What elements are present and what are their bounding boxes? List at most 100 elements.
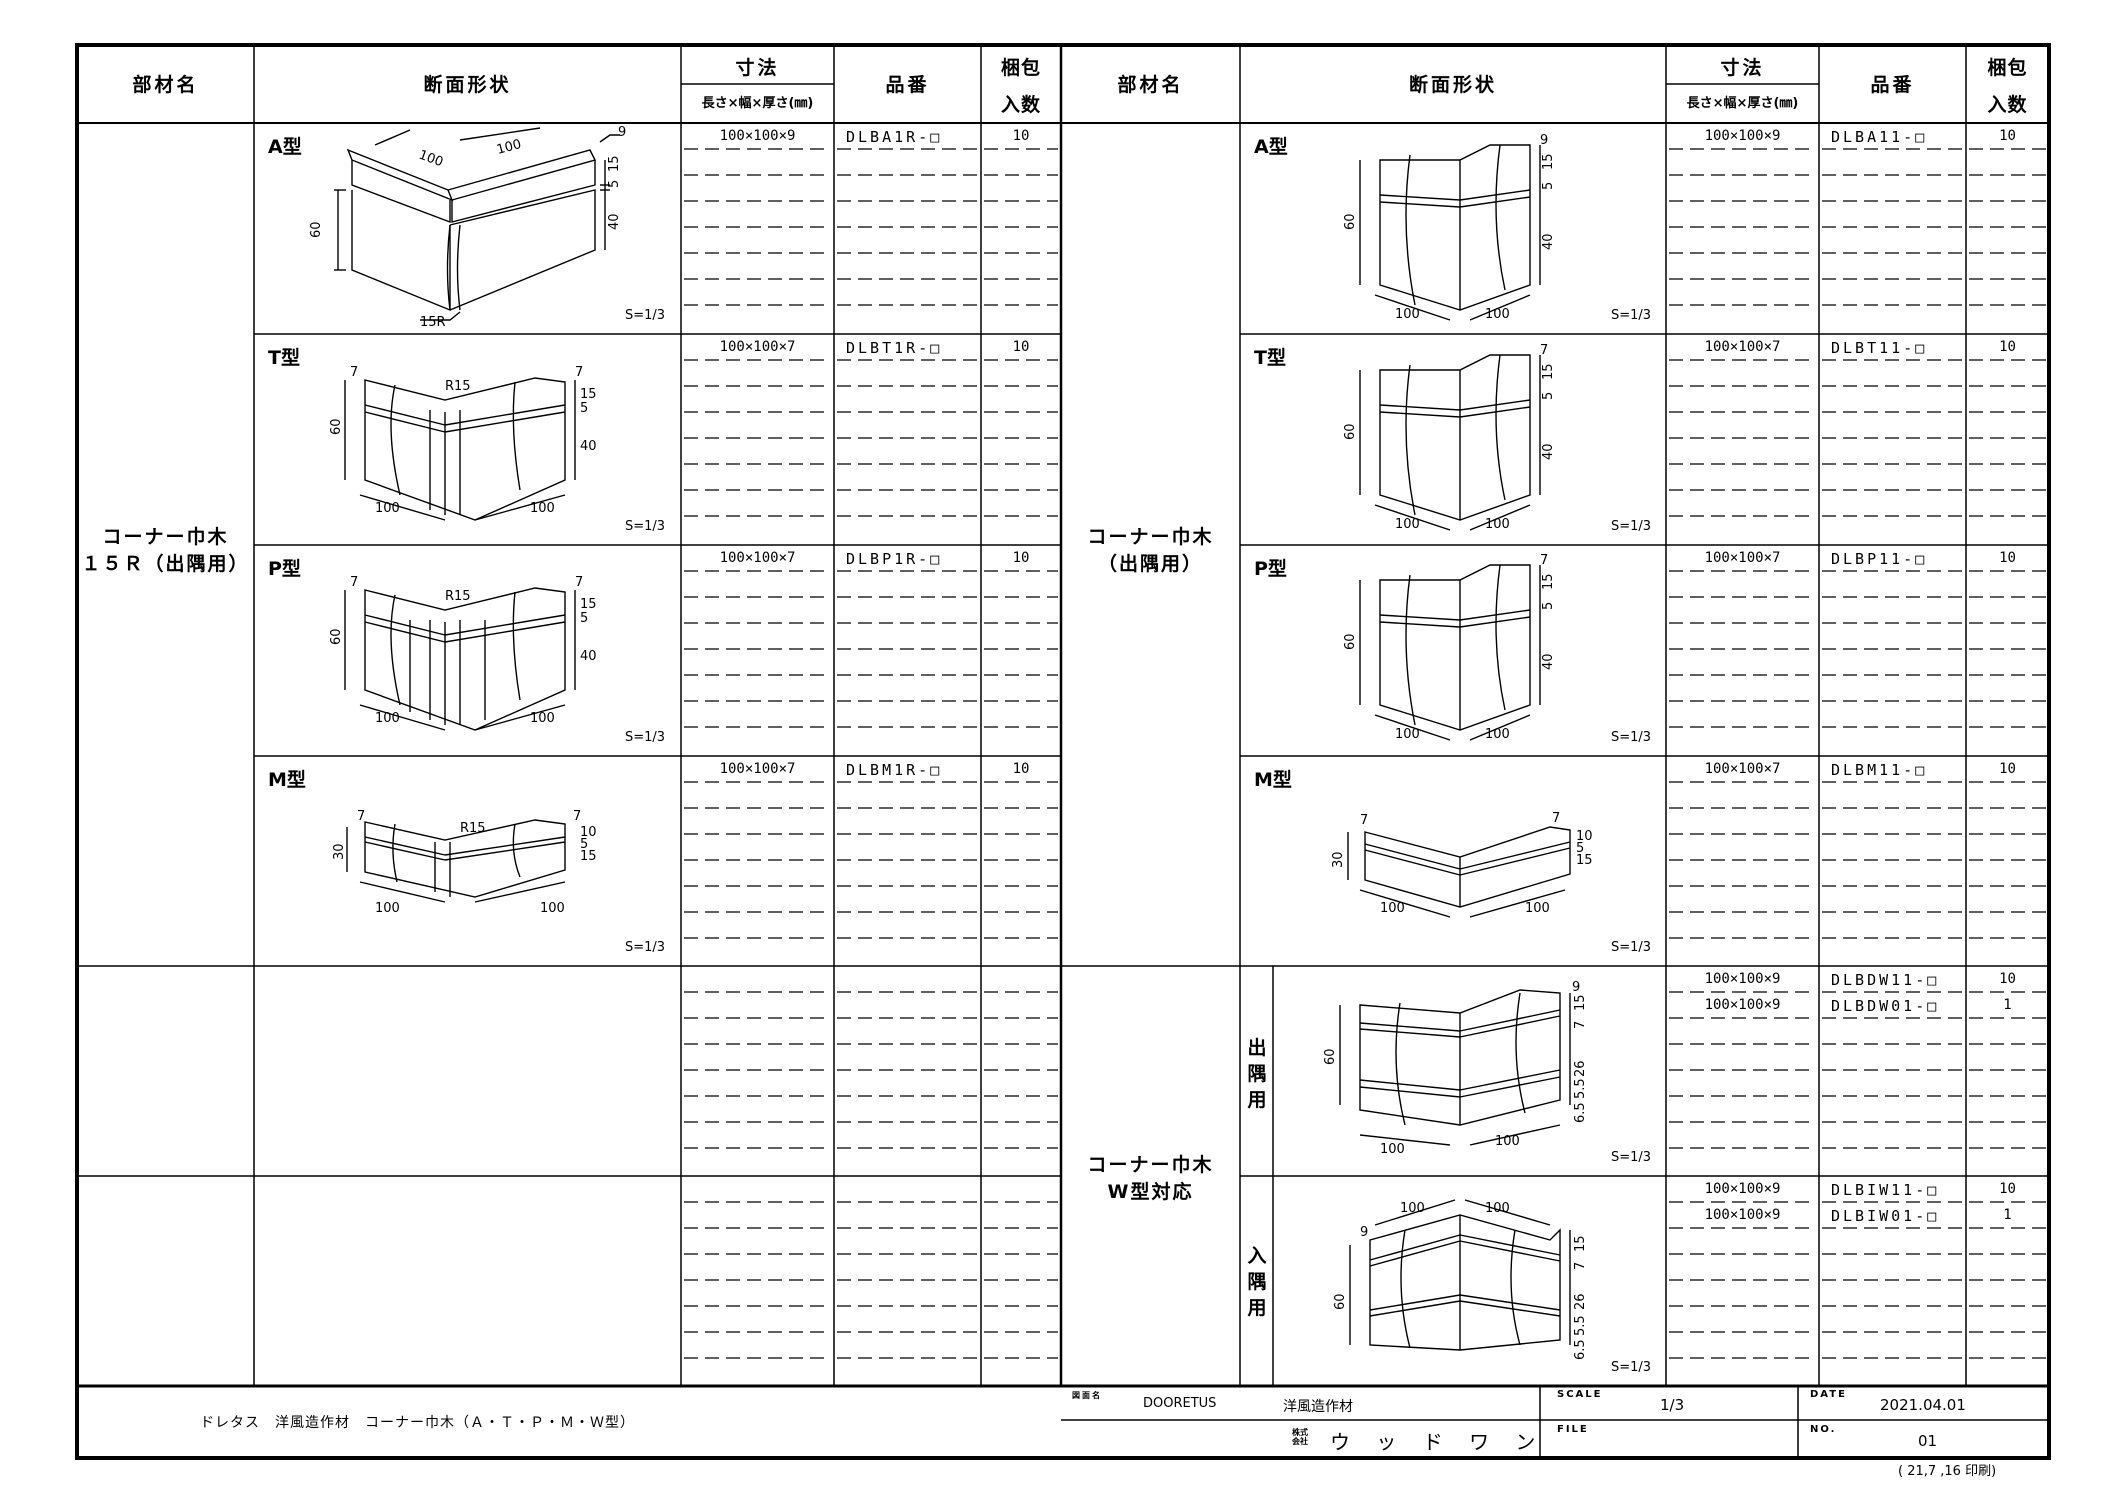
row-part-number: DLBM11-□ [1831, 761, 1928, 779]
dim-label: 5 [607, 180, 622, 188]
row-dims: 100×100×9 [1704, 1207, 1781, 1223]
row-type-label: T型 [1254, 347, 1286, 369]
dim-label: 30 [332, 843, 347, 860]
a-type-square-drawing: 9 5 15 60 40 100 100 [1343, 133, 1556, 322]
dim-label: 100 [375, 501, 400, 516]
row-qty: 10 [1999, 128, 2016, 144]
sub-label-outside-corner: 出隅用 [1247, 1037, 1267, 1111]
drawing-name-label: 図面名 [1072, 1391, 1102, 1400]
dim-label: 5.5 [1573, 1078, 1588, 1099]
row-dims: 100×100×9 [1704, 1181, 1781, 1197]
dim-label: 15 [580, 849, 597, 864]
row-qty: 10 [1999, 761, 2016, 777]
header-pack-right-2: 入数 [1987, 94, 2028, 116]
dim-label: 40 [580, 649, 597, 664]
dim-label: 9 [1572, 980, 1580, 995]
dim-label: 5 [1541, 602, 1556, 610]
dim-label: 15 [607, 155, 622, 172]
no-value: 01 [1918, 1432, 1938, 1450]
row-dims: 100×100×9 [1704, 971, 1781, 987]
header-member-name-right: 部材名 [1117, 74, 1184, 96]
row-qty: 10 [1012, 339, 1030, 355]
row-part-number: DLBDW01-□ [1831, 997, 1940, 1015]
dim-label: 40 [1541, 443, 1556, 460]
dim-label: 100 [1395, 307, 1420, 322]
dim-label: 7 [350, 365, 358, 380]
row-type-label: A型 [268, 136, 302, 158]
dim-label: 5 [580, 401, 588, 416]
row-type-label: P型 [1254, 558, 1287, 580]
dim-label: 100 [1395, 517, 1420, 532]
row-scale: S=1/3 [625, 730, 666, 745]
dim-label: 5 [1541, 182, 1556, 190]
date-value: 2021.04.01 [1880, 1396, 1966, 1414]
row-scale: S=1/3 [1611, 730, 1652, 745]
dim-label: 15 [1541, 363, 1556, 380]
dim-label: 5 [580, 611, 588, 626]
dim-label: 60 [309, 221, 324, 238]
group-name-left: コーナー巾木 １５Ｒ（出隅用） [77, 524, 254, 578]
row-type-label: T型 [268, 347, 300, 369]
dim-label: R15 [460, 821, 486, 836]
dim-label: 60 [329, 628, 344, 645]
dim-label: 100 [530, 501, 555, 516]
m-type-15r-drawing: 7 R15 7 10 5 15 30 100 100 [332, 809, 597, 916]
dim-label: 15 [1541, 573, 1556, 590]
dim-label: 100 [1525, 901, 1550, 916]
row-part-number: DLBM1R-□ [846, 761, 943, 779]
dim-label: 100 [1495, 1134, 1520, 1149]
dim-label: 15 [1573, 994, 1588, 1011]
row-dims: 100×100×7 [1704, 761, 1781, 777]
dim-label: 100 [1395, 727, 1420, 742]
p-type-15r-drawing: 7 R15 7 15 5 60 40 100 100 [329, 575, 597, 731]
date-label: DATE [1810, 1389, 1847, 1400]
no-label: NO. [1810, 1424, 1837, 1435]
row-type-label: M型 [1254, 769, 1292, 791]
group-name-left-line1: コーナー巾木 [102, 526, 229, 548]
dim-label: 40 [1541, 233, 1556, 250]
row-qty: 1 [2003, 1207, 2012, 1223]
group-name-right2-line1: コーナー巾木 [1087, 1154, 1214, 1176]
row-qty: 1 [2003, 997, 2012, 1013]
row-part-number: DLBT11-□ [1831, 339, 1928, 357]
scale-label: SCALE [1557, 1389, 1603, 1400]
dim-label: 100 [1485, 727, 1510, 742]
dim-label: 7 [575, 575, 583, 590]
dim-label: 100 [1380, 901, 1405, 916]
row-dims: 100×100×7 [719, 761, 796, 777]
dim-label: 100 [1485, 1201, 1510, 1216]
dim-label: 9 [1540, 133, 1548, 148]
dim-label: 15R [420, 315, 446, 330]
row-part-number: DLBA11-□ [1831, 128, 1928, 146]
row-scale: S=1/3 [1611, 1150, 1652, 1165]
dim-label: R15 [445, 379, 471, 394]
dim-label: 40 [1541, 653, 1556, 670]
dim-label: 26 [1573, 1293, 1588, 1310]
header-section-shape-left: 断面形状 [423, 74, 512, 96]
header-dimensions-left: 寸法 [735, 57, 780, 79]
row-dims: 100×100×7 [1704, 550, 1781, 566]
group-name-right2: コーナー巾木 W型対応 [1061, 1152, 1240, 1206]
dim-label: 6.5 [1573, 1102, 1588, 1123]
dim-label: 26 [1573, 1060, 1588, 1077]
brand: DOORETUS [1143, 1396, 1217, 1411]
dim-label: 7 [1540, 553, 1548, 568]
dim-label: 100 [530, 711, 555, 726]
file-label: FILE [1557, 1424, 1589, 1435]
dim-label: 7 [573, 809, 581, 824]
dim-label: 7 [1573, 1021, 1588, 1029]
header-pack-right-1: 梱包 [1987, 57, 2028, 79]
row-scale: S=1/3 [625, 519, 666, 534]
dim-label: 30 [1331, 851, 1346, 868]
row-scale: S=1/3 [625, 940, 666, 955]
row-dims: 100×100×7 [719, 550, 796, 566]
dim-label: 100 [495, 137, 523, 158]
row-scale: S=1/3 [1611, 519, 1652, 534]
dim-label: 6.5 [1573, 1339, 1588, 1360]
dim-label: 7 [350, 575, 358, 590]
row-part-number: DLBT1R-□ [846, 339, 943, 357]
row-type-label: M型 [268, 769, 306, 791]
dim-label: 40 [607, 213, 622, 230]
dim-label: 7 [1573, 1262, 1588, 1270]
